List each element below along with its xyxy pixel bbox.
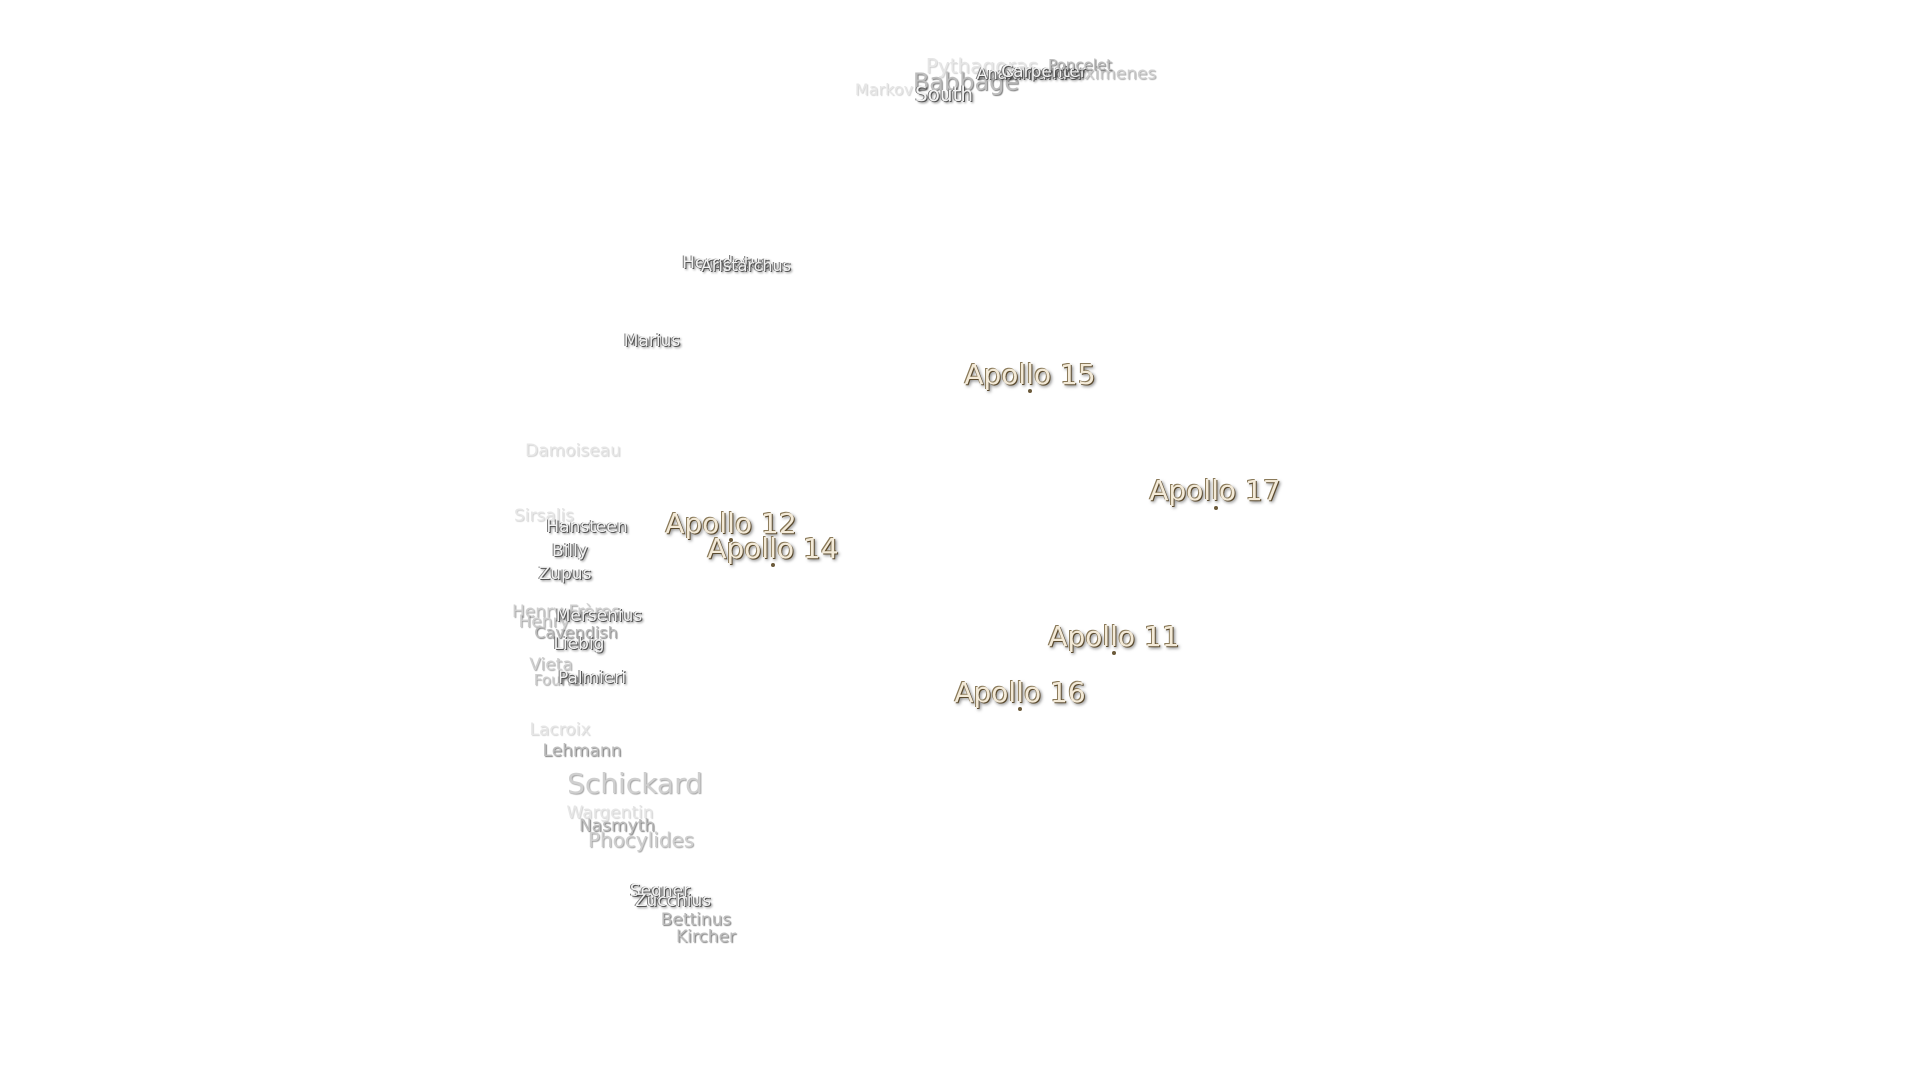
- crater-label[interactable]: Liebig: [553, 634, 605, 654]
- crater-label[interactable]: Babbage: [912, 68, 1020, 96]
- crater-label[interactable]: Wargentin: [566, 803, 654, 823]
- crater-label[interactable]: Damoiseau: [525, 441, 621, 461]
- crater-label[interactable]: Pythagoras: [925, 54, 1039, 78]
- crater-label[interactable]: Fourier: [533, 671, 587, 689]
- landing-site-marker[interactable]: [1214, 506, 1218, 510]
- landing-site-label[interactable]: Apollo 11: [1048, 620, 1180, 653]
- crater-label[interactable]: Anaximenes: [1051, 64, 1157, 84]
- landing-site-label[interactable]: Apollo 15: [964, 358, 1096, 391]
- crater-label[interactable]: Cavendish: [534, 623, 618, 642]
- landing-site-label[interactable]: Apollo 17: [1149, 474, 1281, 507]
- crater-label[interactable]: Segner: [629, 881, 691, 901]
- crater-label[interactable]: Bettinus: [660, 910, 732, 930]
- crater-label[interactable]: Markov: [854, 80, 914, 99]
- crater-label[interactable]: Billy: [552, 541, 588, 561]
- crater-label[interactable]: Zupus: [538, 564, 592, 584]
- crater-label[interactable]: Hansteen: [546, 517, 628, 537]
- crater-label[interactable]: Herodotus: [682, 253, 770, 273]
- crater-label[interactable]: Sirsalis: [513, 506, 575, 526]
- landing-site-label[interactable]: Apollo 12: [665, 507, 797, 540]
- crater-label[interactable]: Mersenius: [555, 606, 643, 626]
- crater-label[interactable]: Poncelet: [1048, 56, 1112, 74]
- crater-label[interactable]: Carpenter: [1001, 62, 1087, 82]
- crater-label[interactable]: Lacroix: [529, 720, 591, 740]
- crater-label[interactable]: Palmieri: [557, 668, 627, 688]
- crater-label[interactable]: Zucchius: [634, 891, 712, 911]
- crater-label[interactable]: South: [914, 82, 974, 106]
- crater-label[interactable]: Marius: [623, 331, 681, 351]
- landing-site-marker[interactable]: [729, 538, 733, 542]
- crater-label[interactable]: Henry: [518, 612, 570, 632]
- crater-label[interactable]: Phocylides: [587, 828, 695, 852]
- landing-site-marker[interactable]: [771, 563, 775, 567]
- landing-site-marker[interactable]: [1018, 707, 1022, 711]
- crater-label[interactable]: Anaximander: [976, 64, 1084, 83]
- landing-site-marker[interactable]: [1028, 389, 1032, 393]
- crater-label[interactable]: Aristarchus: [700, 256, 792, 275]
- crater-label[interactable]: Kircher: [675, 927, 737, 947]
- landing-site-label[interactable]: Apollo 16: [954, 676, 1086, 709]
- crater-label[interactable]: Lehmann: [542, 741, 622, 761]
- crater-label[interactable]: Nasmyth: [578, 816, 656, 836]
- landing-site-label[interactable]: Apollo 14: [707, 532, 839, 565]
- crater-label[interactable]: Vieta: [529, 655, 573, 675]
- crater-label[interactable]: Henry Frères: [511, 602, 621, 622]
- crater-label[interactable]: Schickard: [567, 767, 703, 800]
- landing-site-marker[interactable]: [1112, 651, 1116, 655]
